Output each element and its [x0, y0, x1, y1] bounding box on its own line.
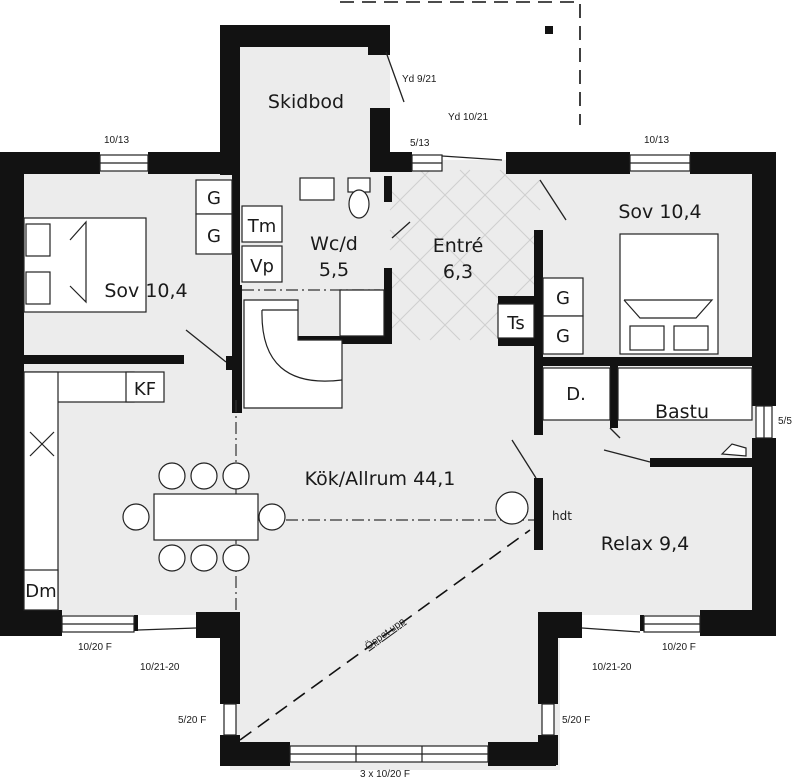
roof-outline: [239, 1, 581, 741]
bed-right: [619, 233, 719, 355]
room-wcd-area: 5,5: [319, 259, 349, 281]
dim-win-5-20f-right: 5/20 F: [562, 715, 590, 726]
doors: [137, 51, 651, 633]
fixture-boxes: [23, 179, 584, 611]
room-entre-name: Entré: [433, 235, 484, 257]
windows: [61, 154, 773, 763]
room-bastu: Bastu: [655, 401, 709, 423]
sauna-box: [542, 367, 753, 457]
fixture-hdt: hdt: [552, 509, 572, 523]
dim-win-10-13-right: 10/13: [644, 135, 669, 146]
room-relax: Relax 9,4: [601, 533, 689, 555]
room-skidbod: Skidbod: [268, 91, 344, 113]
dim-yd-9-21: Yd 9/21: [402, 74, 437, 85]
dim-door-10-21-20-right: 10/21-20: [592, 662, 632, 673]
fixture-g-4: G: [556, 326, 570, 347]
dim-win-5-13: 5/13: [410, 138, 430, 149]
fixture-vp: Vp: [250, 256, 274, 277]
fixture-kf: KF: [134, 379, 156, 400]
room-entre-area: 6,3: [443, 261, 473, 283]
dim-door-10-21-20-left: 10/21-20: [140, 662, 180, 673]
fixture-g-1: G: [207, 188, 221, 209]
stair: [243, 299, 343, 409]
fixture-g-3: G: [556, 288, 570, 309]
dim-win-10-13-left: 10/13: [104, 135, 129, 146]
dim-win-5-5: 5/5: [778, 416, 792, 427]
bath-fixtures: [299, 177, 385, 337]
room-labels: Skidbod Sov 10,4 Sov 10,4 Wc/d 5,5 Entré…: [104, 91, 709, 555]
dim-win-3x-10-20f: 3 x 10/20 F: [360, 769, 410, 780]
fixture-g-2: G: [207, 226, 221, 247]
room-kok-allrum: Kök/Allrum 44,1: [305, 468, 456, 490]
fixture-dm: Dm: [25, 581, 56, 602]
dim-win-10-20f-right: 10/20 F: [662, 642, 696, 653]
fixture-labels: G G Tm Vp G G Ts KF Dm D. hdt: [25, 188, 586, 602]
fixture-ts: Ts: [506, 313, 524, 334]
bed-left: [23, 217, 147, 313]
fixture-d: D.: [566, 384, 586, 405]
dining-set: [122, 462, 529, 572]
dim-win-10-20f-left: 10/20 F: [78, 642, 112, 653]
dim-yd-10-21: Yd 10/21: [448, 112, 488, 123]
walls: [0, 25, 776, 766]
room-sov-left: Sov 10,4: [104, 280, 187, 302]
room-wcd-name: Wc/d: [310, 233, 358, 255]
fixture-tm: Tm: [247, 216, 277, 237]
dim-win-5-20f-left: 5/20 F: [178, 715, 206, 726]
room-sov-right: Sov 10,4: [618, 201, 701, 223]
